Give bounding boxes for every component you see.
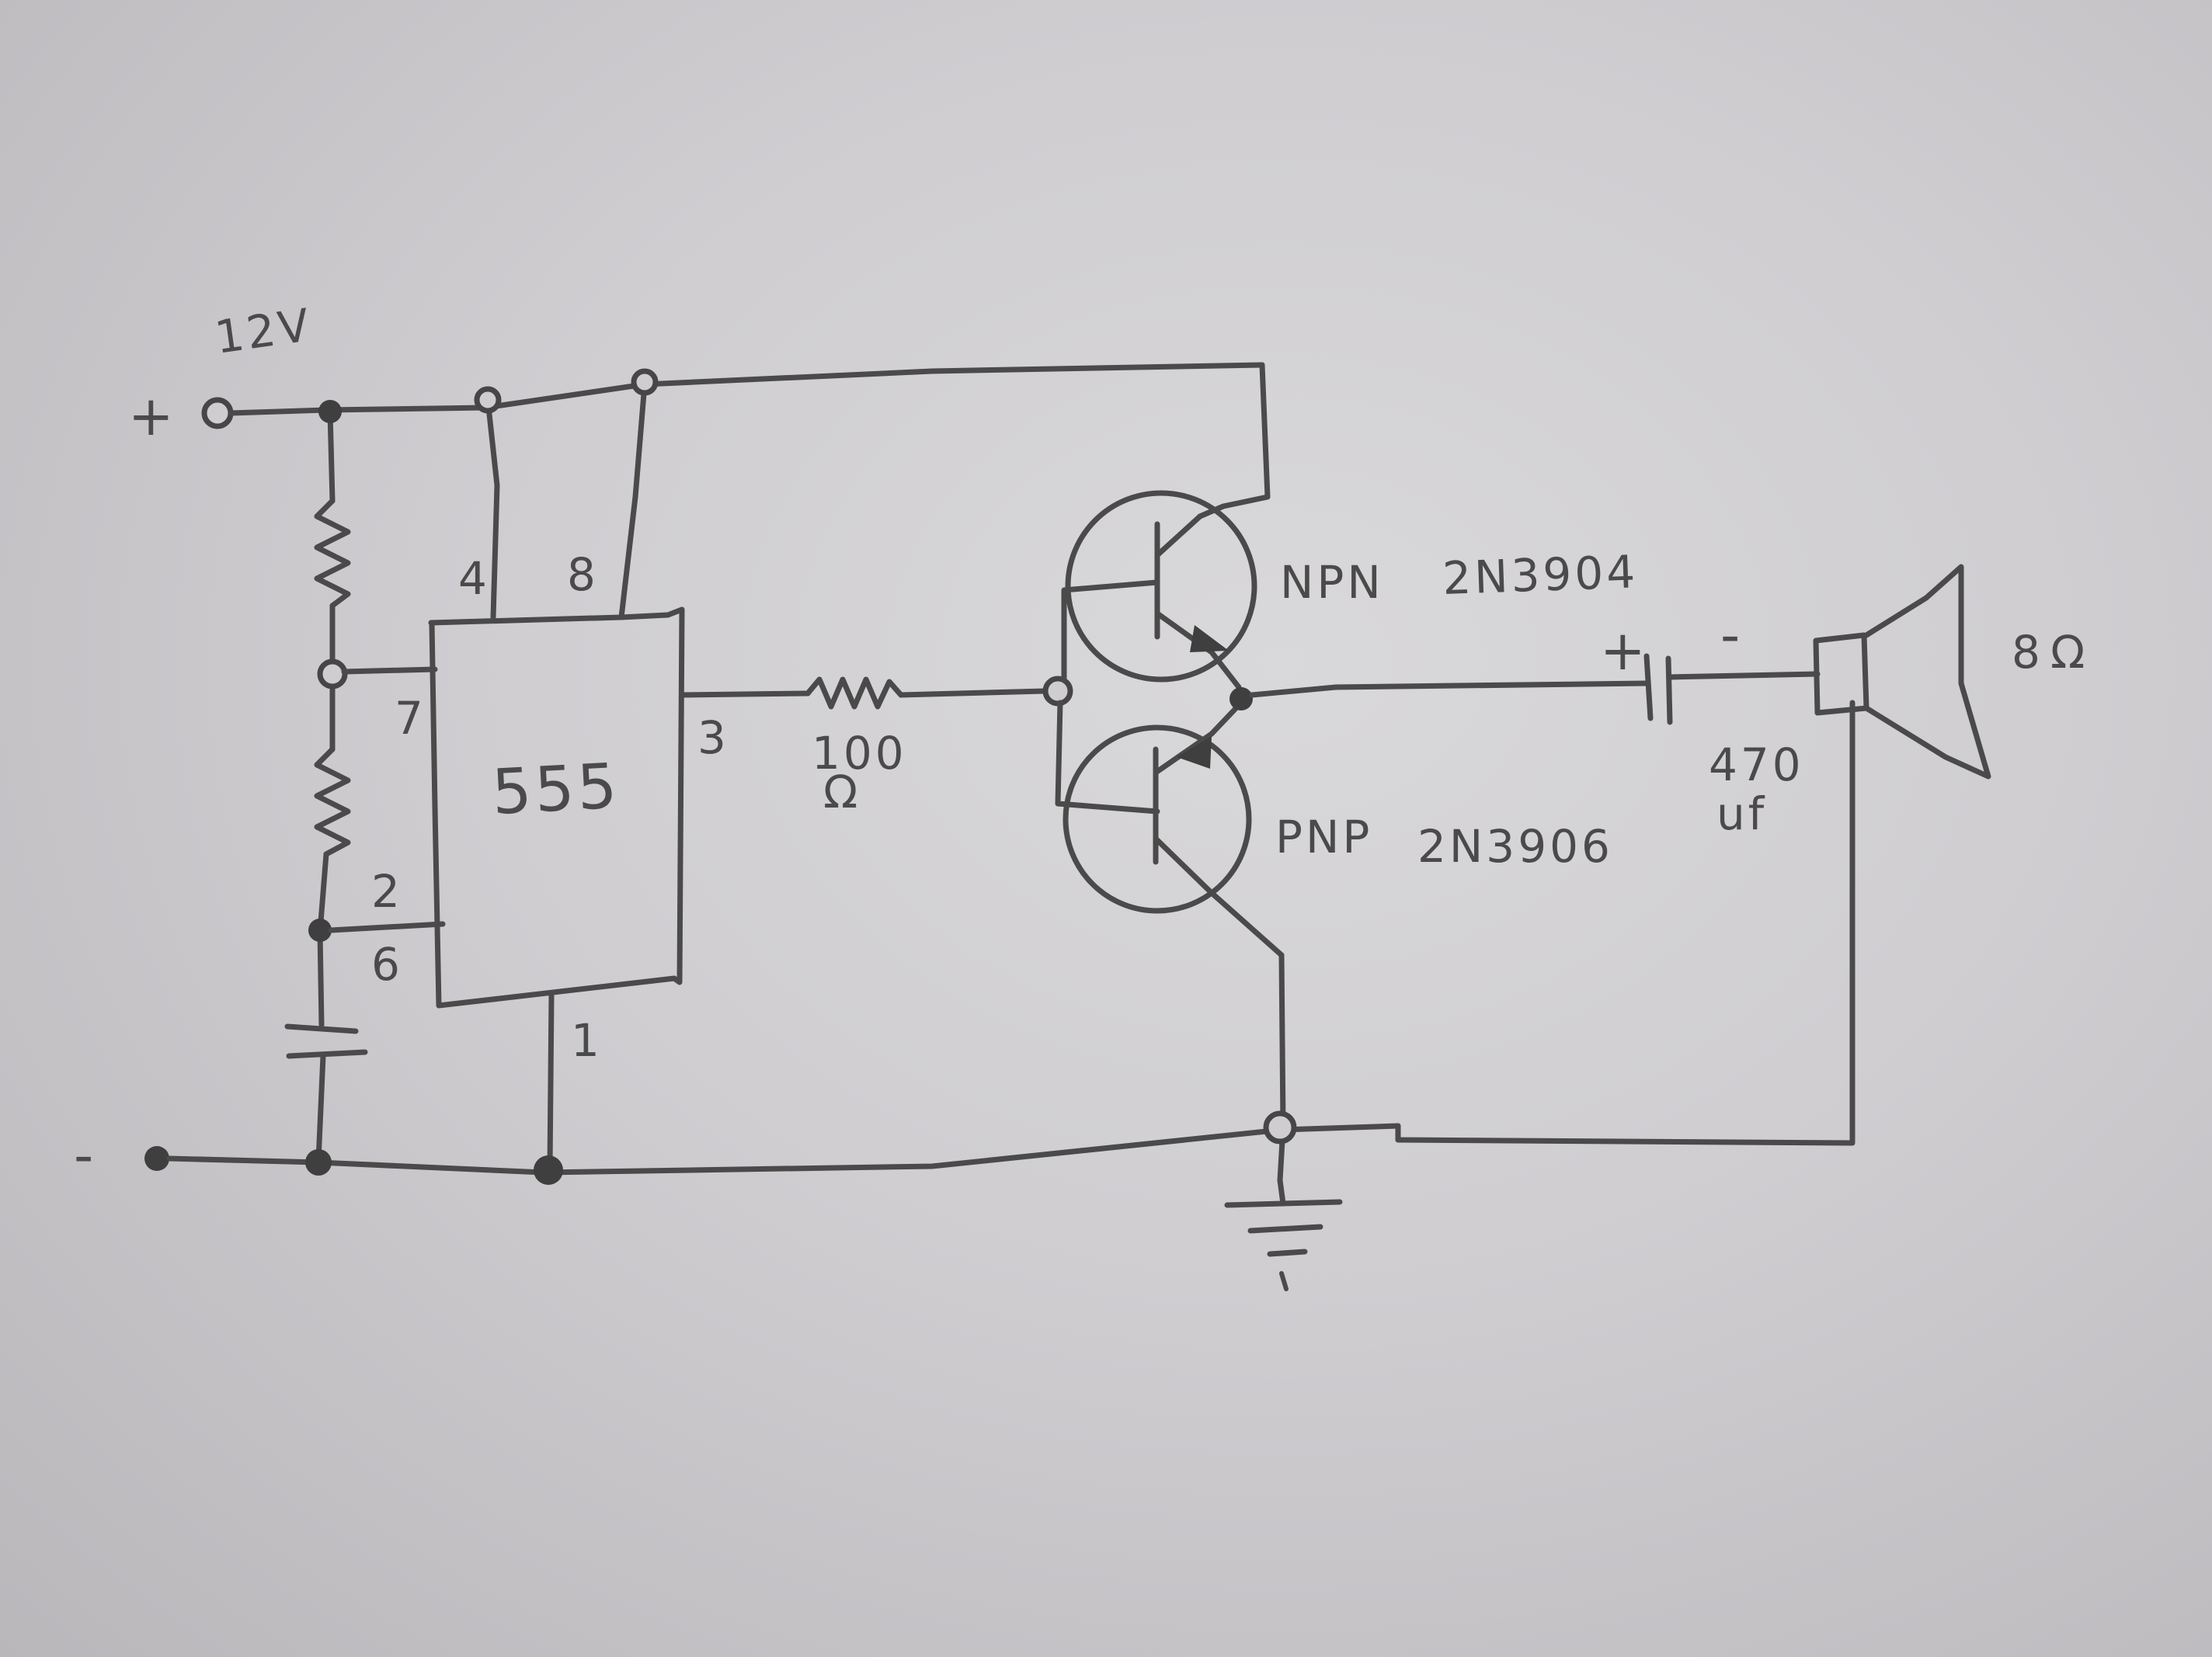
ground-bar-4: [1279, 1271, 1289, 1291]
negative-rail-wire: [166, 1123, 1401, 1176]
coupling-cap-unit: uf: [1716, 787, 1767, 840]
supply-voltage-label: 12V: [211, 298, 315, 364]
negative-sign: -: [74, 1124, 96, 1187]
npn-collector-feed-wire: [1197, 362, 1271, 519]
speaker-impedance-unit: Ω: [2050, 626, 2088, 679]
positive-supply-terminal: + 12V: [128, 298, 315, 448]
base-resistor-value: 100: [812, 727, 907, 780]
ic-body: [428, 606, 685, 1009]
node-pin7-junction: [317, 658, 348, 690]
npn-emitter-arrow: [1190, 625, 1229, 652]
node-ground-junction: [1263, 1110, 1297, 1145]
coupling-cap-plate-right: [1665, 655, 1673, 725]
pin2-6-wire: [328, 921, 446, 933]
speaker-impedance-value: 8: [2012, 626, 2043, 679]
ground-stem: [1277, 1177, 1286, 1207]
npn-type-label: NPN: [1280, 556, 1384, 609]
base-resistor-to-node-wire: [898, 688, 1048, 698]
node-pin1-ground: [534, 1155, 563, 1185]
pin3-output-wire: [679, 690, 811, 698]
speaker-cone: [1863, 564, 1991, 780]
base-resistor-unit: Ω: [823, 766, 861, 818]
coupling-cap-value: 470: [1709, 738, 1804, 791]
npn-part-number: 2N3904: [1442, 545, 1639, 605]
negative-terminal-node: [144, 1146, 169, 1171]
timing-cap-to-ground-wire: [315, 1053, 326, 1164]
ic-555: 555 4 8 7 3 2 6 1: [371, 548, 729, 1067]
pin-7-label: 7: [395, 692, 426, 745]
speaker: 8 Ω: [1813, 564, 2088, 780]
node-timing-top: [318, 400, 342, 423]
pin1-wire: [547, 992, 555, 1172]
coupling-cap-plus: +: [1600, 619, 1649, 683]
pin-6-label: 6: [371, 938, 403, 991]
timing-cap-plate-top: [284, 1023, 359, 1034]
node-pin4-rail: [474, 386, 502, 414]
pnp-transistor: PNP 2N3906: [1063, 700, 1613, 958]
node-cap-ground: [305, 1149, 332, 1176]
pin-1-label: 1: [571, 1014, 603, 1067]
ground-bar-2: [1247, 1224, 1323, 1234]
ic-name-label: 555: [490, 749, 621, 828]
pin8-wire: [618, 381, 648, 620]
ground-bar-1: [1224, 1199, 1343, 1208]
pin7-wire: [341, 666, 438, 675]
npn-transistor: NPN 2N3904: [1065, 490, 1639, 690]
npn-collector-lead: [1154, 513, 1203, 558]
speaker-magnet: [1813, 632, 1869, 716]
base-resistor: [805, 676, 904, 710]
pnp-emitter-arrow: [1177, 736, 1212, 769]
timing-resistor-ra: [314, 498, 351, 609]
pin-3-label: 3: [697, 711, 729, 764]
positive-sign: +: [128, 384, 177, 448]
timing-cap-plate-bottom: [286, 1049, 368, 1059]
npn-envelope: [1065, 490, 1257, 683]
pnp-type-label: PNP: [1275, 811, 1372, 863]
pnp-emitter-lead: [1153, 700, 1244, 776]
coupling-cap-plate-left: [1643, 653, 1654, 721]
negative-supply-terminal: -: [74, 1124, 169, 1187]
pin-2-label: 2: [371, 865, 403, 918]
node-emitter-output: [1229, 687, 1253, 710]
cap-to-speaker-wire: [1667, 671, 1821, 680]
coupling-capacitor: + - 470 uf: [1600, 603, 1804, 840]
node-base-drive: [1042, 676, 1073, 707]
timing-left-vertical-wire: [327, 408, 336, 504]
pin4-wire: [485, 397, 500, 620]
npn-base-branch-wire: [1061, 579, 1160, 683]
pnp-collector-to-ground-wire: [1277, 952, 1286, 1183]
node-pin2-6-junction: [308, 919, 332, 942]
pin-4-label: 4: [458, 552, 490, 605]
speaker-return-wire: [1395, 700, 1856, 1146]
coupling-cap-minus: -: [1720, 603, 1743, 667]
ground-symbol: [1224, 1177, 1343, 1291]
node-pin8-rail: [631, 368, 659, 396]
positive-terminal-circle: [201, 397, 234, 429]
timing-resistor-rb: [314, 746, 351, 857]
npn-emitter-lead: [1154, 610, 1242, 690]
pin-8-label: 8: [567, 548, 599, 601]
pnp-envelope: [1063, 724, 1252, 914]
pnp-base-branch-wire: [1055, 700, 1160, 815]
pnp-part-number: 2N3906: [1417, 820, 1613, 873]
output-to-cap-wire: [1249, 680, 1650, 698]
ground-bar-3: [1267, 1249, 1308, 1257]
pnp-collector-lead: [1153, 835, 1285, 958]
positive-rail-wire: [228, 362, 1265, 416]
